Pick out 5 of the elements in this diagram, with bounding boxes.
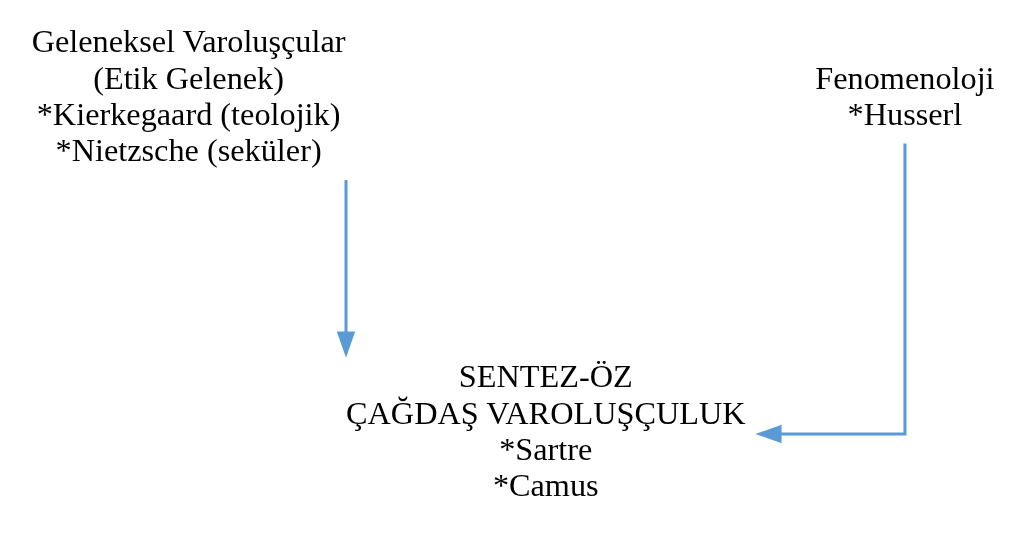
node-text: SENTEZ-ÖZ ÇAĞDAŞ VAROLUŞÇULUK *Sartre *Camus — [345, 358, 746, 504]
arrow — [754, 143, 906, 444]
node-text: Fenomenoloji *Husserl — [814, 59, 995, 132]
arrow — [336, 180, 355, 358]
node-text: Geleneksel Varoluşçular (Etik Gelenek) *Kierkegaard (teolojik) *Nietzsche (seküler) — [31, 23, 346, 169]
